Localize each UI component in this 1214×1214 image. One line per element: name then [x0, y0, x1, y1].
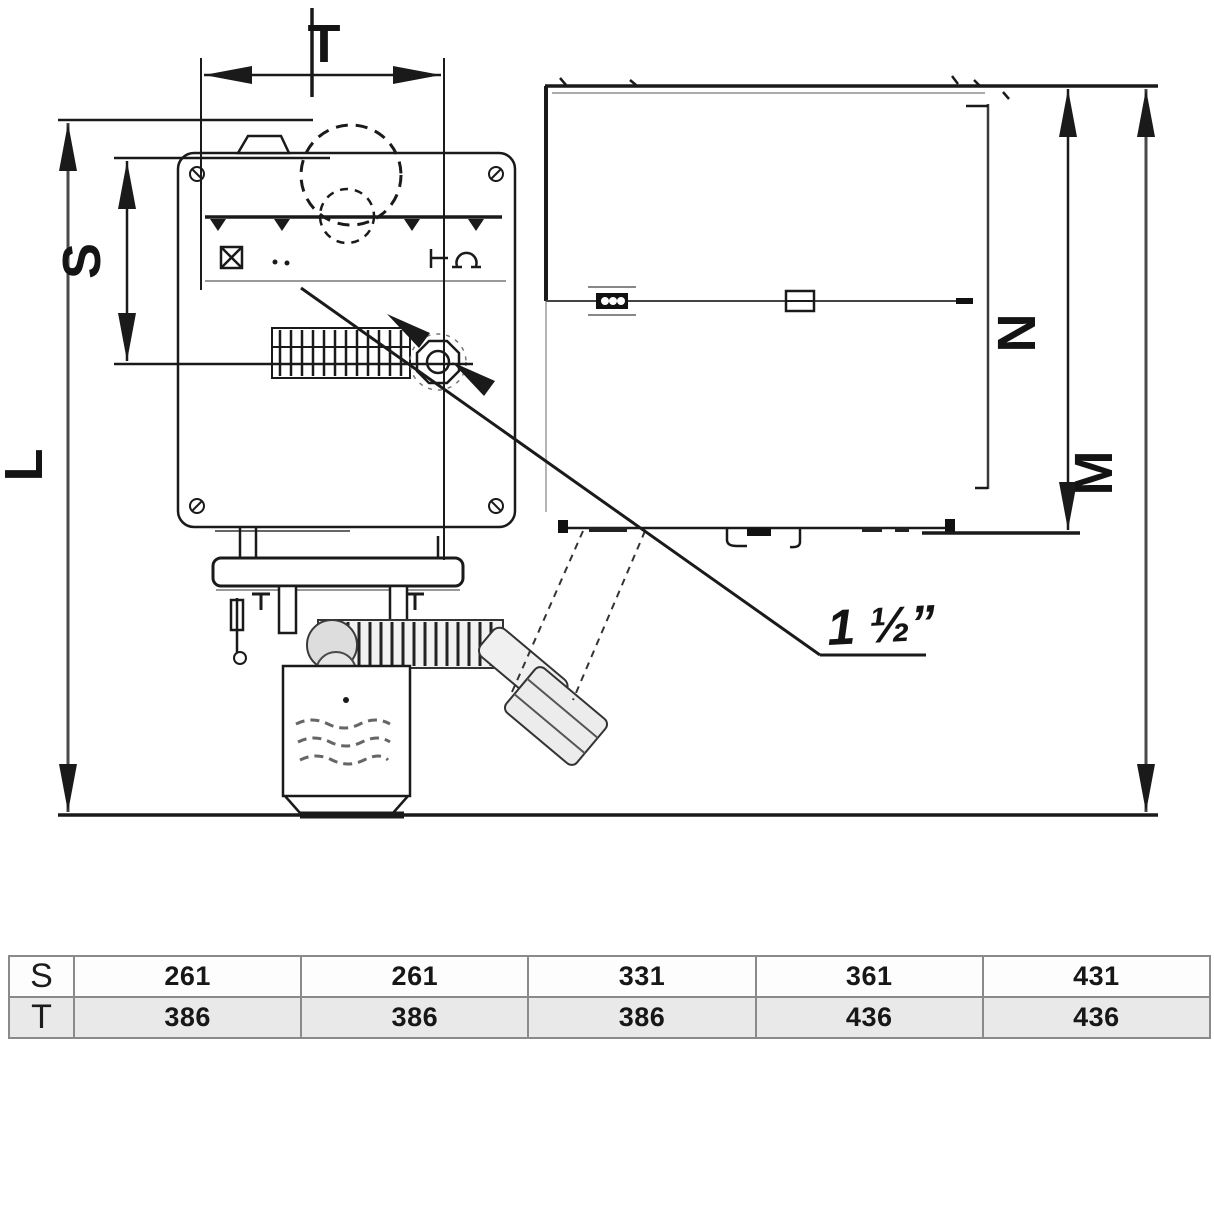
tank-bottom-bracket [725, 528, 802, 549]
row-t-value-1: 386 [73, 996, 303, 1039]
table-row-t: T 386 386 386 436 436 [7, 996, 1212, 1039]
dimension-m-label: M [1064, 451, 1124, 496]
burner-unit [176, 123, 517, 562]
top-edge-marks [559, 75, 1010, 100]
row-s-label: S [7, 955, 76, 998]
dimension-s-label: S [52, 243, 112, 279]
row-t-label: T [7, 996, 76, 1039]
row-s-value-1: 261 [73, 955, 303, 998]
dimension-l-label: L [0, 449, 54, 482]
dimension-t-label: T [308, 14, 341, 74]
elbow-fitting [477, 626, 609, 766]
pipe-connection-fitting [409, 333, 467, 391]
row-s-value-4: 361 [754, 955, 984, 998]
dimension-L [58, 118, 313, 812]
row-s-value-3: 331 [527, 955, 757, 998]
hanging-bolt [229, 598, 247, 665]
tank-fitting-left [588, 286, 636, 316]
dimension-S [114, 156, 473, 366]
tank-fitting-right [784, 289, 816, 313]
pump-assembly [211, 530, 646, 814]
dimension-M [1137, 89, 1155, 812]
dimension-N [922, 89, 1080, 535]
dimension-n-label: N [987, 314, 1047, 353]
table-row-s: S 261 261 331 361 431 [7, 955, 1212, 998]
phantom-hose-lines [511, 530, 646, 701]
row-s-value-5: 431 [981, 955, 1212, 998]
row-t-value-4: 436 [754, 996, 984, 1039]
row-s-value-2: 261 [300, 955, 530, 998]
row-t-value-3: 386 [527, 996, 757, 1039]
dimension-spec-table: S 261 261 331 361 431 T 386 386 386 436 … [7, 955, 1212, 1039]
row-t-value-2: 386 [300, 996, 530, 1039]
pipe-size-label: 1 ½” [826, 594, 937, 656]
tank-unit [544, 75, 1010, 549]
threaded-nipple [271, 327, 411, 379]
pump-body [281, 664, 412, 814]
panel-symbols [219, 245, 481, 270]
dimensions [58, 8, 1158, 819]
dimension-T [200, 8, 445, 560]
pipe-size-callout [300, 286, 926, 657]
row-t-value-5: 436 [981, 996, 1212, 1039]
